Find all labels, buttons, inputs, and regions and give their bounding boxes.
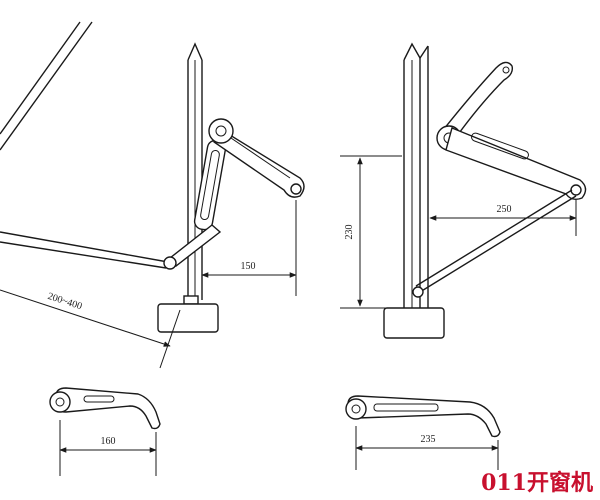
left-upper-arm [211,122,305,198]
left-window-sash [0,21,169,269]
bottom-left-part: 160 [49,387,161,476]
left-base-block [157,295,219,333]
right-dim-250: 250 [429,200,577,236]
right-handle-arm [438,61,514,141]
right-dim-230: 230 [340,155,402,309]
left-assembly: 150 200~400 [0,21,305,369]
left-dim-150: 150 [201,200,297,296]
right-slotted-arm [445,127,587,201]
right-assembly: 230 250 [340,42,587,339]
right-base-block [383,307,445,339]
dim-label-150: 150 [241,261,256,272]
left-dim-200-400: 200~400 [0,289,181,369]
right-post [403,42,429,308]
left-sash-link [163,224,222,270]
dim-label-230: 230 [344,225,355,240]
dim-label-235: 235 [421,434,436,445]
left-arm-end-pin [290,183,302,195]
bottom-right-part: 235 [345,395,501,470]
watermark-text: 011开窗机 [481,470,593,496]
dim-label-250: 250 [497,204,512,215]
left-post [187,42,203,300]
left-slotted-guide [193,139,227,231]
right-diagonal-brace [412,189,577,298]
dim-label-160: 160 [101,436,116,447]
dim-label-200-400: 200~400 [46,291,83,312]
left-pivot [208,118,234,144]
